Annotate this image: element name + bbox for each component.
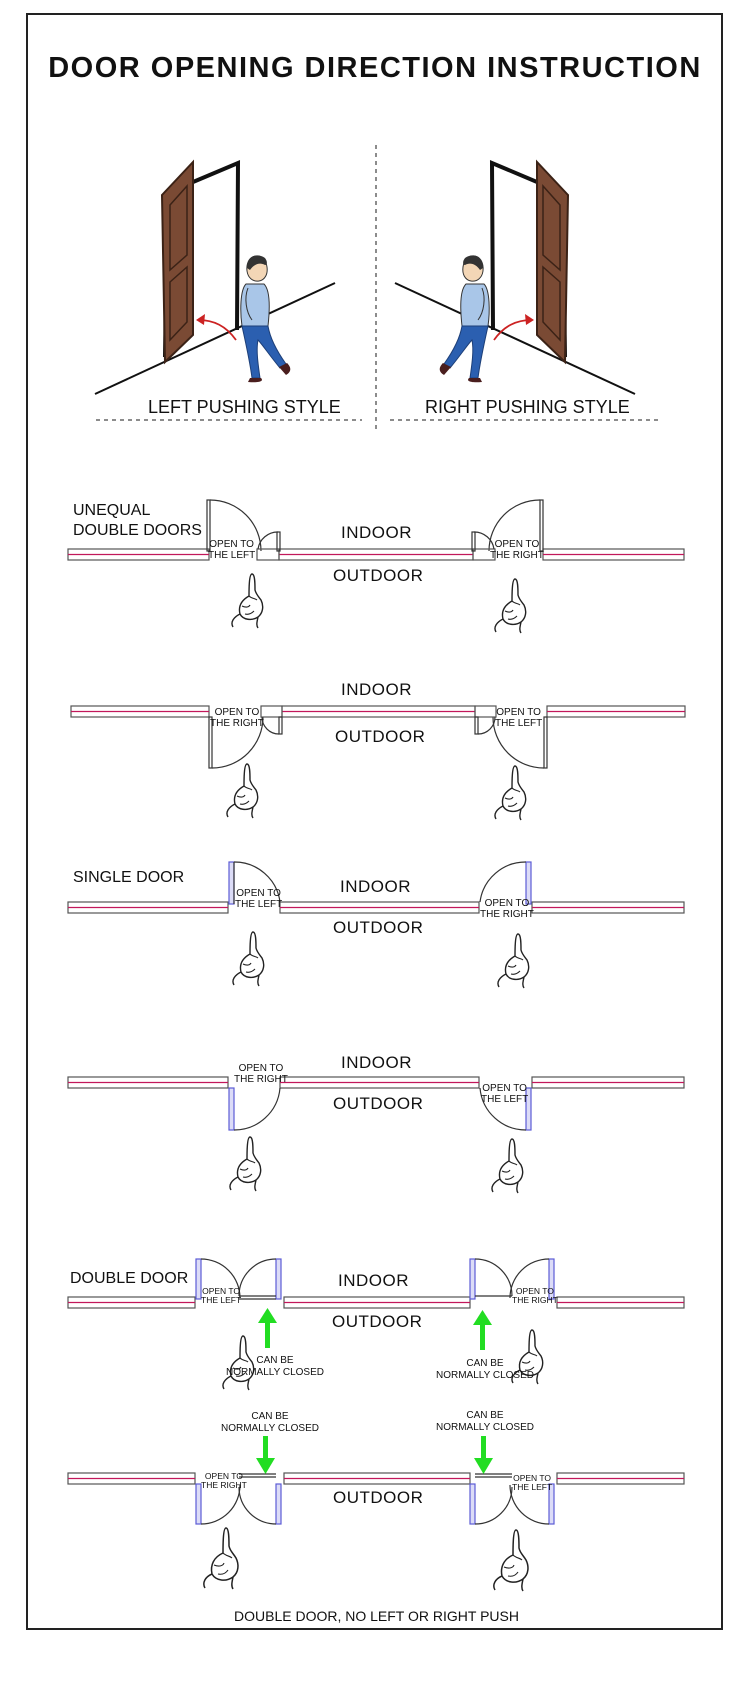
normally-closed-note: CAN BE NORMALLY CLOSED: [436, 1410, 534, 1433]
outdoor-label: OUTDOOR: [333, 1094, 424, 1113]
green-arrow-up: [473, 1310, 492, 1350]
row-single-indoor: [67, 861, 685, 914]
open-right-label: OPEN TO THE RIGHT: [201, 1471, 247, 1490]
footer-note: DOUBLE DOOR, NO LEFT OR RIGHT PUSH: [234, 1608, 519, 1624]
open-left-label: OPEN TO THE LEFT: [201, 1286, 242, 1305]
section-unequal-label: UNEQUAL DOUBLE DOORS: [73, 502, 202, 539]
frame: [26, 13, 723, 1630]
open-right-label: OPEN TO THE RIGHT: [210, 707, 264, 729]
green-arrow-down: [474, 1436, 493, 1474]
section-double-label: DOUBLE DOOR: [70, 1270, 189, 1287]
normally-closed-note: CAN BE NORMALLY CLOSED: [436, 1358, 534, 1381]
green-arrow-down: [256, 1436, 275, 1474]
outdoor-label: OUTDOOR: [335, 727, 426, 746]
row-single-outdoor: [67, 1076, 685, 1131]
right-pushing-label: RIGHT PUSHING STYLE: [425, 397, 630, 417]
page-title: DOOR OPENING DIRECTION INSTRUCTION: [48, 52, 702, 84]
normally-closed-note: CAN BE NORMALLY CLOSED: [226, 1355, 324, 1378]
left-pushing-label: LEFT PUSHING STYLE: [148, 397, 341, 417]
green-arrow-up: [258, 1308, 277, 1348]
outdoor-label: OUTDOOR: [333, 1488, 424, 1507]
indoor-label: INDOOR: [341, 523, 412, 542]
outdoor-label: OUTDOOR: [333, 918, 424, 937]
left-pushing-illustration: [94, 159, 336, 395]
open-left-label: OPEN TO THE LEFT: [481, 1083, 529, 1105]
row-unequal-indoor: [67, 499, 685, 561]
indoor-label: INDOOR: [338, 1271, 409, 1290]
open-left-label: OPEN TO THE LEFT: [512, 1473, 553, 1492]
indoor-label: INDOOR: [340, 877, 411, 896]
row-unequal-outdoor: [70, 705, 686, 769]
row-double-outdoor: [67, 1472, 685, 1525]
open-left-label: OPEN TO THE LEFT: [208, 539, 256, 561]
normally-closed-note: CAN BE NORMALLY CLOSED: [221, 1411, 319, 1434]
open-right-label: OPEN TO THE RIGHT: [512, 1286, 558, 1305]
open-right-label: OPEN TO THE RIGHT: [234, 1063, 288, 1085]
row-double-indoor: [67, 1258, 685, 1309]
indoor-label: INDOOR: [341, 680, 412, 699]
open-left-label: OPEN TO THE LEFT: [235, 888, 283, 910]
open-right-label: OPEN TO THE RIGHT: [490, 539, 544, 561]
section-single-label: SINGLE DOOR: [73, 869, 185, 886]
open-right-label: OPEN TO THE RIGHT: [480, 898, 534, 920]
indoor-label: INDOOR: [341, 1053, 412, 1072]
right-pushing-illustration: [394, 159, 636, 395]
outdoor-label: OUTDOOR: [333, 566, 424, 585]
open-left-label: OPEN TO THE LEFT: [495, 707, 543, 729]
outdoor-label: OUTDOOR: [332, 1312, 423, 1331]
